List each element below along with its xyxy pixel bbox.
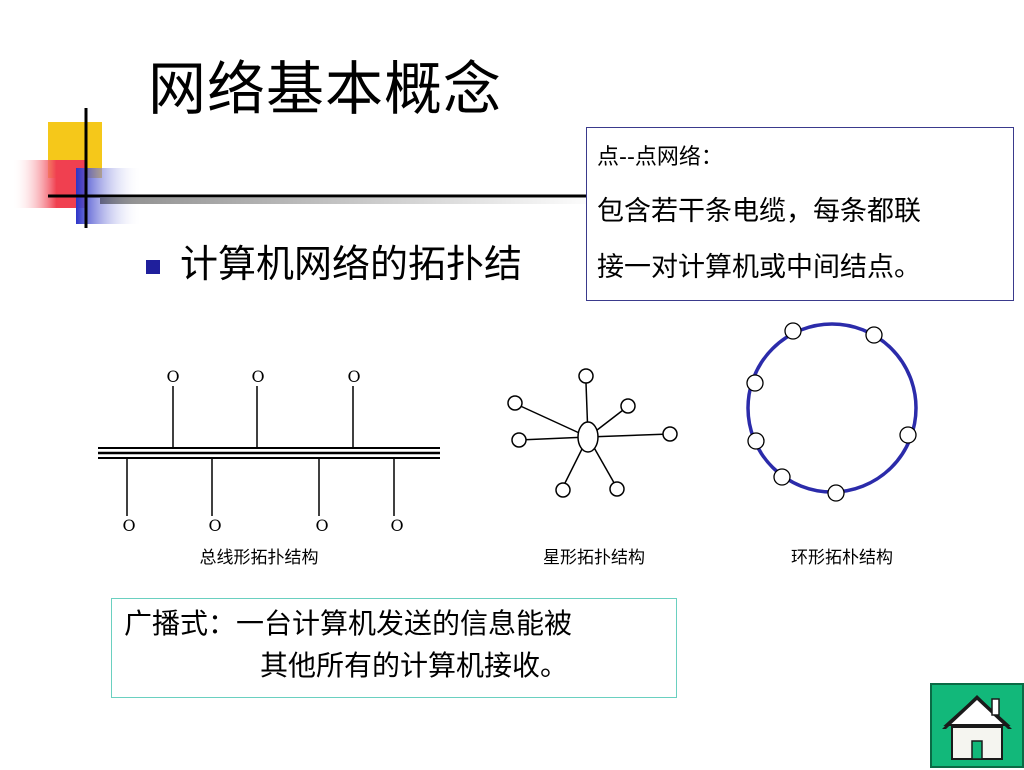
- ring-label: 环形拓朴结构: [791, 548, 893, 568]
- bus-node: O: [122, 516, 135, 535]
- page-title: 网络基本概念: [148, 55, 503, 123]
- p2p-callout-line2: 接一对计算机或中间结点。: [597, 252, 921, 283]
- bus-node: O: [251, 367, 264, 386]
- ring-topology: 环形拓朴结构: [746, 322, 918, 568]
- bullet-text: 计算机网络的拓扑结: [180, 242, 523, 286]
- bus-topology: O O O O O O O 总线形拓扑结构: [98, 367, 440, 568]
- home-icon: [942, 695, 1012, 760]
- p2p-callout-body: 包含若干条电缆，每条都联 接一对计算机或中间结点。: [597, 184, 1003, 296]
- bus-node: O: [315, 516, 328, 535]
- p2p-callout: 点--点网络： 包含若干条电缆，每条都联 接一对计算机或中间结点。: [586, 127, 1014, 301]
- bus-node: O: [166, 367, 179, 386]
- bullet-marker: [146, 260, 160, 274]
- broadcast-callout: 广播式：一台计算机发送的信息能被 其他所有的计算机接收。: [111, 598, 677, 698]
- bus-node: O: [208, 516, 221, 535]
- p2p-callout-line1: 包含若干条电缆，每条都联: [597, 196, 921, 227]
- bus-label: 总线形拓扑结构: [200, 548, 319, 568]
- star-label: 星形拓扑结构: [543, 548, 645, 568]
- bus-node: O: [390, 516, 403, 535]
- p2p-callout-title: 点--点网络：: [597, 145, 723, 170]
- topology-diagrams: O O O O O O O 总线形拓扑结构 星形拓扑结构: [98, 322, 918, 568]
- broadcast-line2: 其他所有的计算机接收。: [260, 649, 569, 682]
- home-button[interactable]: [930, 683, 1024, 768]
- title-decoration: [12, 108, 600, 228]
- star-topology: 星形拓扑结构: [507, 368, 678, 568]
- broadcast-line1: 广播式：一台计算机发送的信息能被: [124, 607, 573, 640]
- bus-node: O: [347, 367, 360, 386]
